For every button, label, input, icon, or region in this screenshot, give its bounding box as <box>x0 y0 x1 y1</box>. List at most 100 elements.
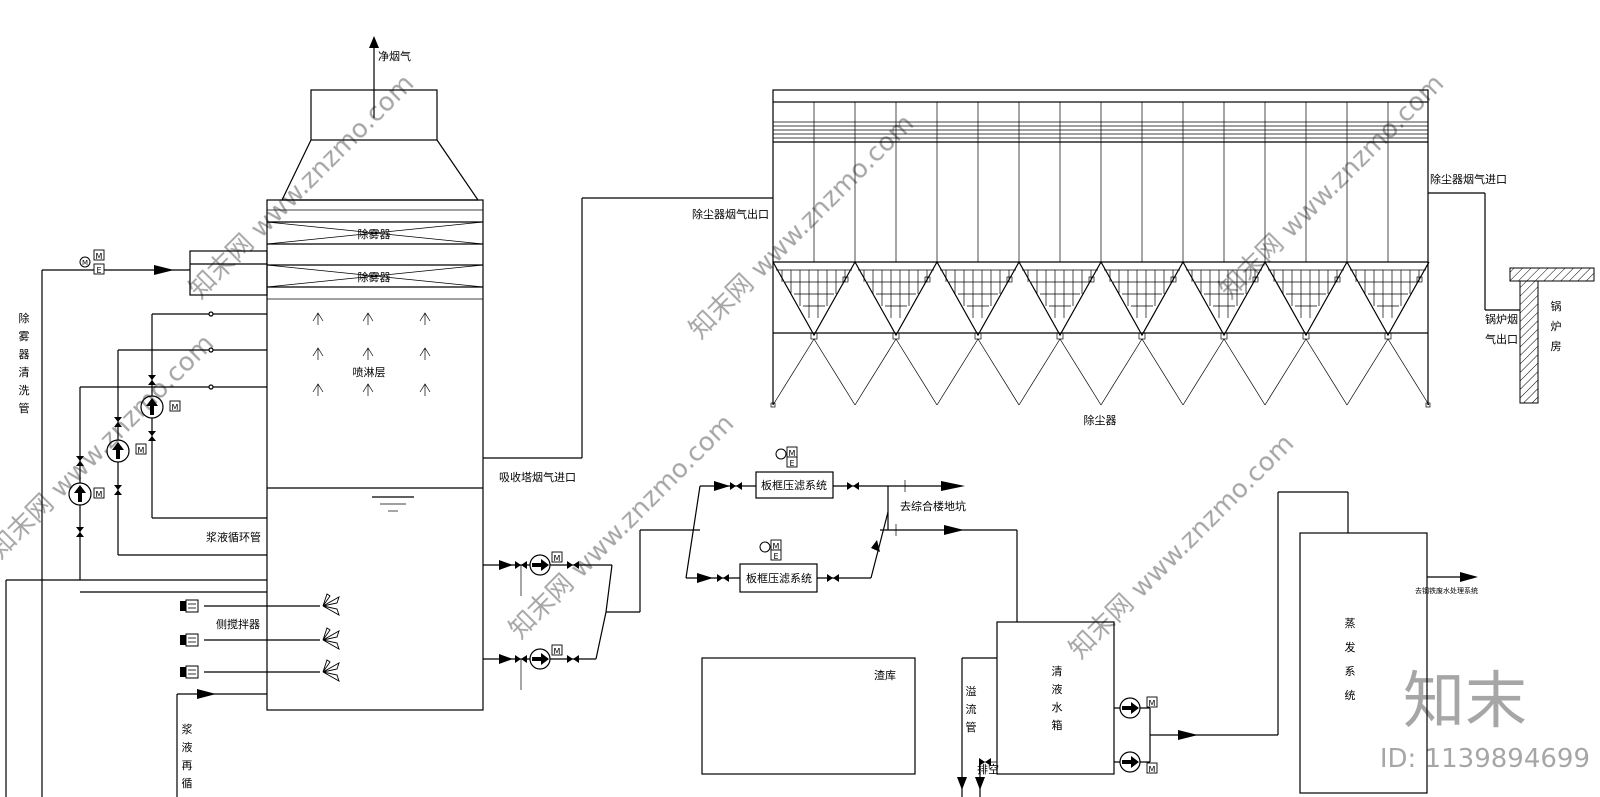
motor-tag: M <box>554 647 561 656</box>
demister-1-label: 除雾器 <box>358 227 391 241</box>
svg-text:洗: 洗 <box>19 384 30 397</box>
filter-press-1-label: 板框压滤系统 <box>761 478 827 492</box>
motor-tag: M <box>172 403 179 412</box>
filter-press-1: 板框压滤系统 M E <box>700 446 965 499</box>
svg-text:气出口: 气出口 <box>1485 332 1518 346</box>
circulation-pump-3: M <box>68 456 105 537</box>
demister-2-label: 除雾器 <box>358 270 391 284</box>
to-sump-label: 去综合楼地坑 <box>900 499 966 513</box>
svg-text:器: 器 <box>19 348 30 361</box>
watermark-diagonal: 知末网 www.znzmo.com <box>1064 429 1300 665</box>
svg-text:房: 房 <box>1551 340 1562 353</box>
dust-collector-hopper <box>1182 261 1266 406</box>
dust-collector-inlet-label: 除尘器烟气进口 <box>1430 172 1507 186</box>
slag-store <box>701 657 916 775</box>
watermark-diagonal: 知末网 www.znzmo.com <box>0 329 220 565</box>
filter-press-2: 板框压滤系统 M E <box>686 486 1018 622</box>
svg-text:清: 清 <box>19 366 30 379</box>
motor-tag: M <box>96 252 103 261</box>
overflow-pipe-label: 溢流管 <box>966 684 977 734</box>
slurry-circ-pipe-label: 浆液循环管 <box>206 530 261 544</box>
svg-text:发: 发 <box>1345 640 1356 654</box>
drain-label: 排空 <box>977 762 999 776</box>
dust-collector-label: 除尘器 <box>1084 413 1117 427</box>
bleed-pump-2: M <box>483 644 596 690</box>
spray-nozzles <box>312 312 431 396</box>
svg-text:炉: 炉 <box>1551 320 1562 333</box>
svg-text:清: 清 <box>1052 665 1063 678</box>
demister-wash-pipe: M M E <box>41 249 190 797</box>
filter-press-2-label: 板框压滤系统 <box>746 571 812 585</box>
dust-collector-hopper <box>1264 261 1348 406</box>
svg-text:锅炉烟: 锅炉烟 <box>1485 312 1518 326</box>
svg-text:箱: 箱 <box>1052 718 1063 732</box>
dust-collector-hopper <box>936 261 1020 406</box>
svg-text:管: 管 <box>966 720 977 734</box>
watermark-diagonal: 知末网 www.znzmo.com <box>504 409 740 645</box>
svg-text:管: 管 <box>19 401 30 415</box>
dust-collector-hopper <box>1018 261 1102 406</box>
watermark-diagonal: 知末网 www.znzmo.com <box>684 109 920 345</box>
svg-text:再: 再 <box>182 759 193 772</box>
dust-collector-hopper <box>854 261 938 406</box>
motor-tag-e: E <box>789 459 794 468</box>
clean-flue-gas-label: 净烟气 <box>378 49 411 63</box>
svg-text:统: 统 <box>1345 689 1356 702</box>
clear-water-tank <box>957 621 1115 797</box>
motor-tag-e: E <box>96 266 101 275</box>
bleed-header <box>595 485 701 660</box>
motor-tag: M <box>789 449 796 458</box>
svg-text:液: 液 <box>1052 682 1063 696</box>
dust-collector-outlet-label: 除尘器烟气出口 <box>692 207 769 221</box>
dust-collector-inlet-duct <box>1428 192 1520 311</box>
boiler-room-label: 锅炉房 <box>1551 300 1562 353</box>
circulation-pump-1: M <box>140 375 181 441</box>
circulation-pump-2: M <box>106 417 147 495</box>
svg-text:蒸: 蒸 <box>1345 617 1356 630</box>
motor-tag: M <box>82 259 88 267</box>
svg-text:流: 流 <box>966 702 977 716</box>
svg-text:溢: 溢 <box>966 684 977 698</box>
slag-store-label: 渣库 <box>874 668 896 682</box>
evaporation-system <box>1299 532 1478 794</box>
svg-text:系: 系 <box>1345 665 1356 678</box>
side-agitators <box>179 593 340 682</box>
svg-text:液: 液 <box>182 740 193 754</box>
dust-collector-hopper <box>772 261 856 406</box>
motor-tag: M <box>138 446 145 455</box>
svg-text:除: 除 <box>19 311 30 325</box>
spray-header-pipes <box>80 311 267 390</box>
svg-text:雾: 雾 <box>19 330 30 343</box>
motor-tag: M <box>554 554 561 563</box>
watermark-diagonal: 知末网 www.znzmo.com <box>1214 69 1450 305</box>
dust-collector-hopper <box>1100 261 1184 406</box>
motor-tag: M <box>773 542 780 551</box>
watermark-brand: 知末 <box>1403 664 1527 737</box>
gas-duct-to-dust-collector <box>483 197 773 459</box>
to-wastewater-label: 去钢铁废水处理系统 <box>1415 586 1478 595</box>
motor-tag-e: E <box>773 552 778 561</box>
watermark-id: ID: 1139894699 <box>1380 744 1590 774</box>
motor-tag: M <box>96 490 103 499</box>
side-agitator-label: 侧搅拌器 <box>216 617 260 631</box>
svg-text:锅: 锅 <box>1551 300 1562 313</box>
svg-text:浆: 浆 <box>182 722 193 736</box>
bleed-pump-1: M <box>483 551 612 596</box>
spray-layer-label: 喷淋层 <box>353 366 386 379</box>
svg-text:循: 循 <box>182 777 193 790</box>
clear-water-pumps: M M <box>1114 491 1349 774</box>
slurry-recirc-inlet <box>176 689 267 797</box>
dust-collector <box>770 89 1431 408</box>
motor-tag: M <box>1149 765 1156 774</box>
motor-tag: M <box>1149 699 1156 708</box>
boiler-room <box>1509 267 1595 404</box>
absorber-inlet-label: 吸收塔烟气进口 <box>499 470 576 484</box>
dust-collector-hopper <box>1346 261 1430 406</box>
svg-text:水: 水 <box>1052 701 1063 714</box>
